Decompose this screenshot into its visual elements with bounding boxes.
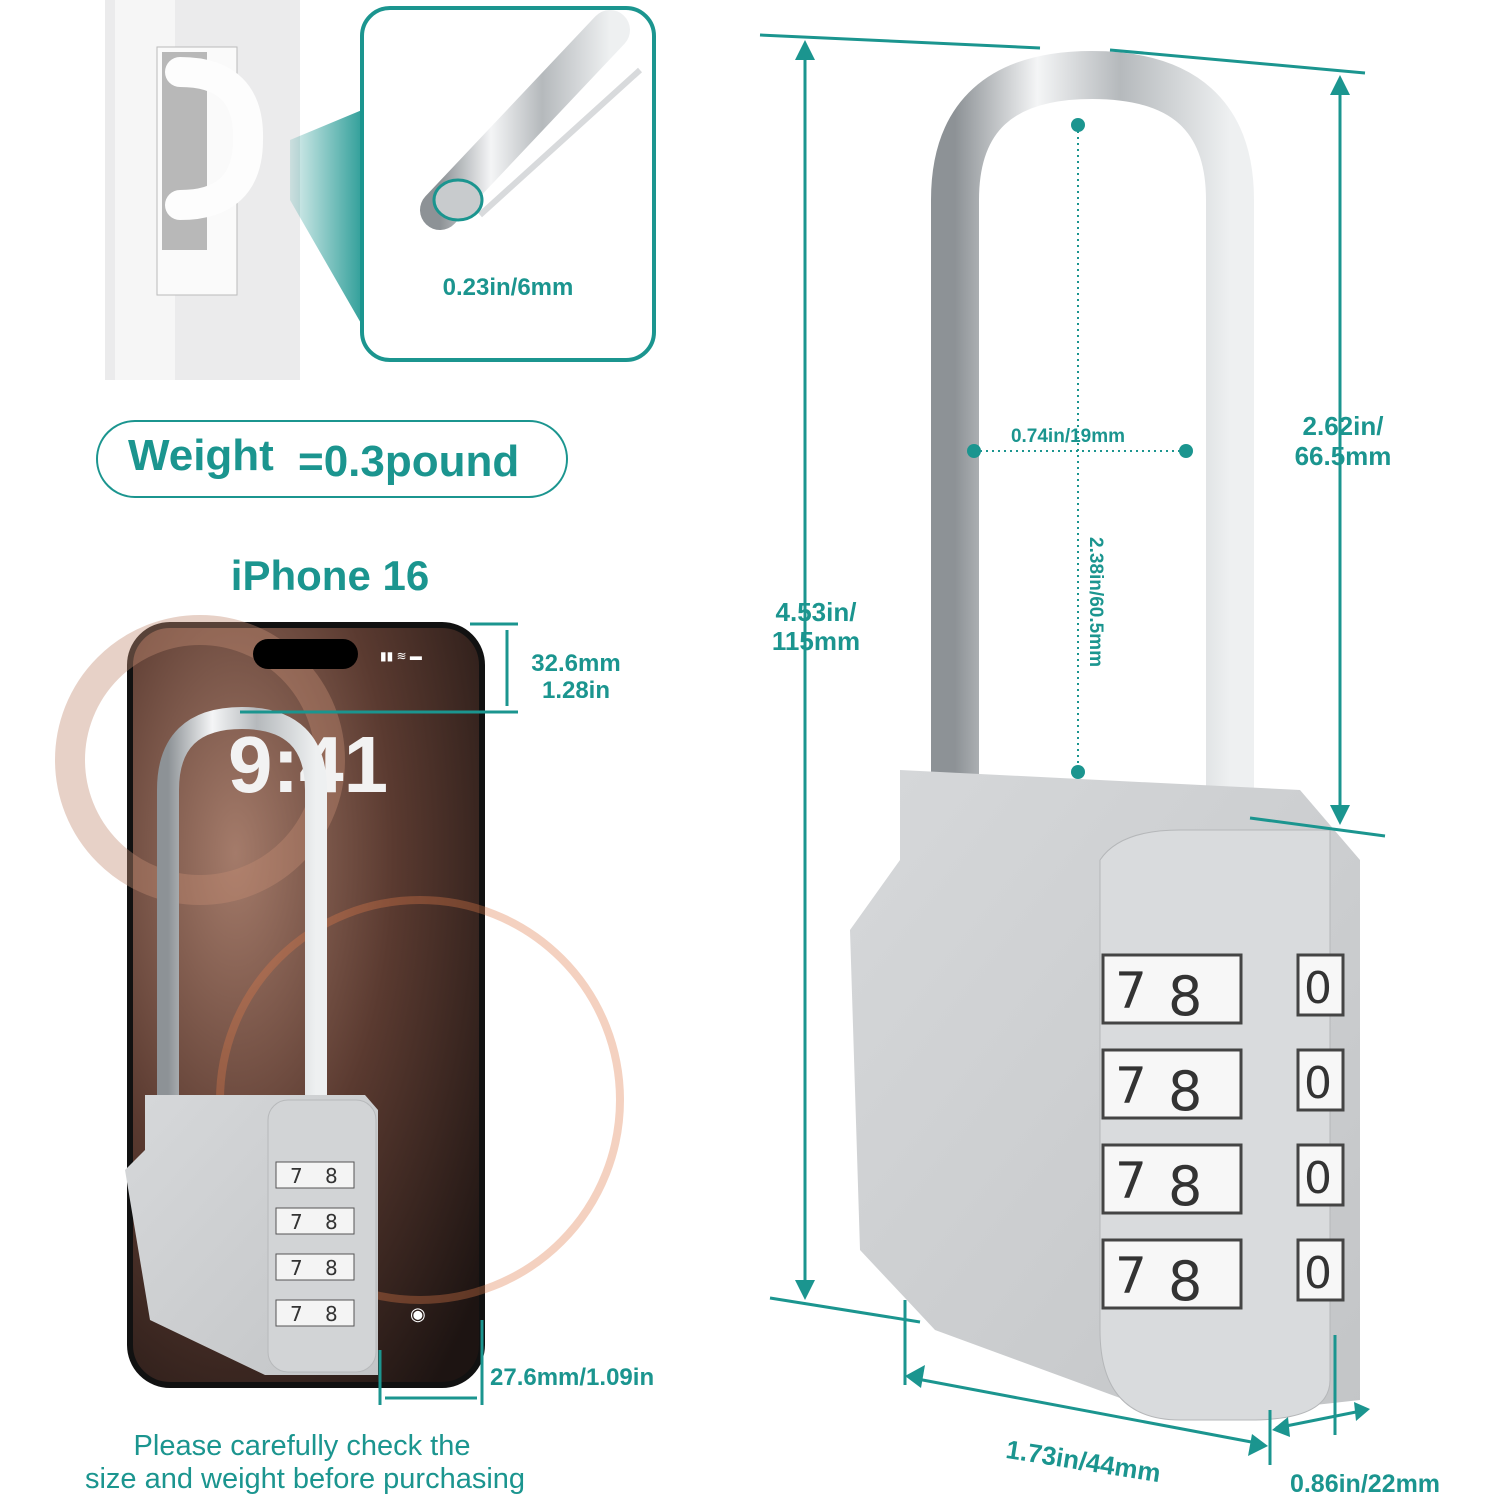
body-depth-label: 0.86in/22mm [1290, 1470, 1440, 1498]
svg-text:7: 7 [1115, 1152, 1147, 1210]
shackle-height-in: 2.62in/ [1303, 411, 1384, 441]
shackle-inner-width-label: 0.74in/19mm [1011, 426, 1125, 447]
total-height-mm: 115mm [772, 626, 860, 656]
shackle-clearance-label: 2.38in/60.5mm [1085, 537, 1106, 667]
shackle-diameter-label: 0.23in/6mm [443, 274, 574, 301]
svg-text:7: 7 [290, 1256, 303, 1280]
svg-text:7: 7 [290, 1302, 303, 1326]
svg-text:0: 0 [1304, 1058, 1332, 1109]
phone-top-gap-mm: 32.6mm [531, 650, 620, 677]
note-line-1: Please carefully check the [134, 1430, 471, 1462]
phone-model-title: iPhone 16 [231, 552, 429, 599]
svg-text:0: 0 [1304, 1248, 1332, 1299]
svg-text:8: 8 [1168, 1155, 1202, 1218]
shackle-height-mm: 66.5mm [1295, 441, 1392, 471]
total-height-in: 4.53in/ [776, 597, 857, 627]
svg-text:8: 8 [1168, 1060, 1202, 1123]
svg-text:7: 7 [290, 1210, 303, 1234]
weight-value: =0.3pound [298, 437, 519, 486]
dynamic-island [253, 639, 358, 669]
note-line-2: size and weight before purchasing [85, 1463, 525, 1495]
svg-text:0: 0 [1304, 963, 1332, 1014]
shackle-diameter-callout: 0.23in/6mm [360, 6, 656, 362]
weight-label: Weight [128, 431, 274, 480]
weight-badge: Weight =0.3pound [96, 420, 568, 498]
svg-text:8: 8 [325, 1164, 338, 1188]
svg-text:8: 8 [325, 1302, 338, 1326]
camera-icon: ◉ [410, 1304, 426, 1324]
status-icons: ▮▮ ≋ ▬ [380, 649, 422, 663]
phone-top-gap-in: 1.28in [542, 677, 610, 704]
svg-text:7: 7 [1115, 1057, 1147, 1115]
svg-text:0: 0 [1304, 1153, 1332, 1204]
padlock-dimension-lines [759, 33, 1386, 1465]
svg-text:8: 8 [1168, 1250, 1202, 1313]
svg-text:8: 8 [325, 1256, 338, 1280]
svg-text:7: 7 [290, 1164, 303, 1188]
svg-text:7: 7 [1115, 1247, 1147, 1305]
svg-text:8: 8 [325, 1210, 338, 1234]
door-latch-photo [105, 0, 362, 380]
body-width-label: 1.73in/44mm [1004, 1434, 1163, 1488]
svg-text:8: 8 [1168, 965, 1202, 1028]
phone-dimension-lines [240, 622, 518, 1405]
svg-text:7: 7 [1115, 962, 1147, 1020]
phone-side-gap: 27.6mm/1.09in [490, 1364, 654, 1391]
